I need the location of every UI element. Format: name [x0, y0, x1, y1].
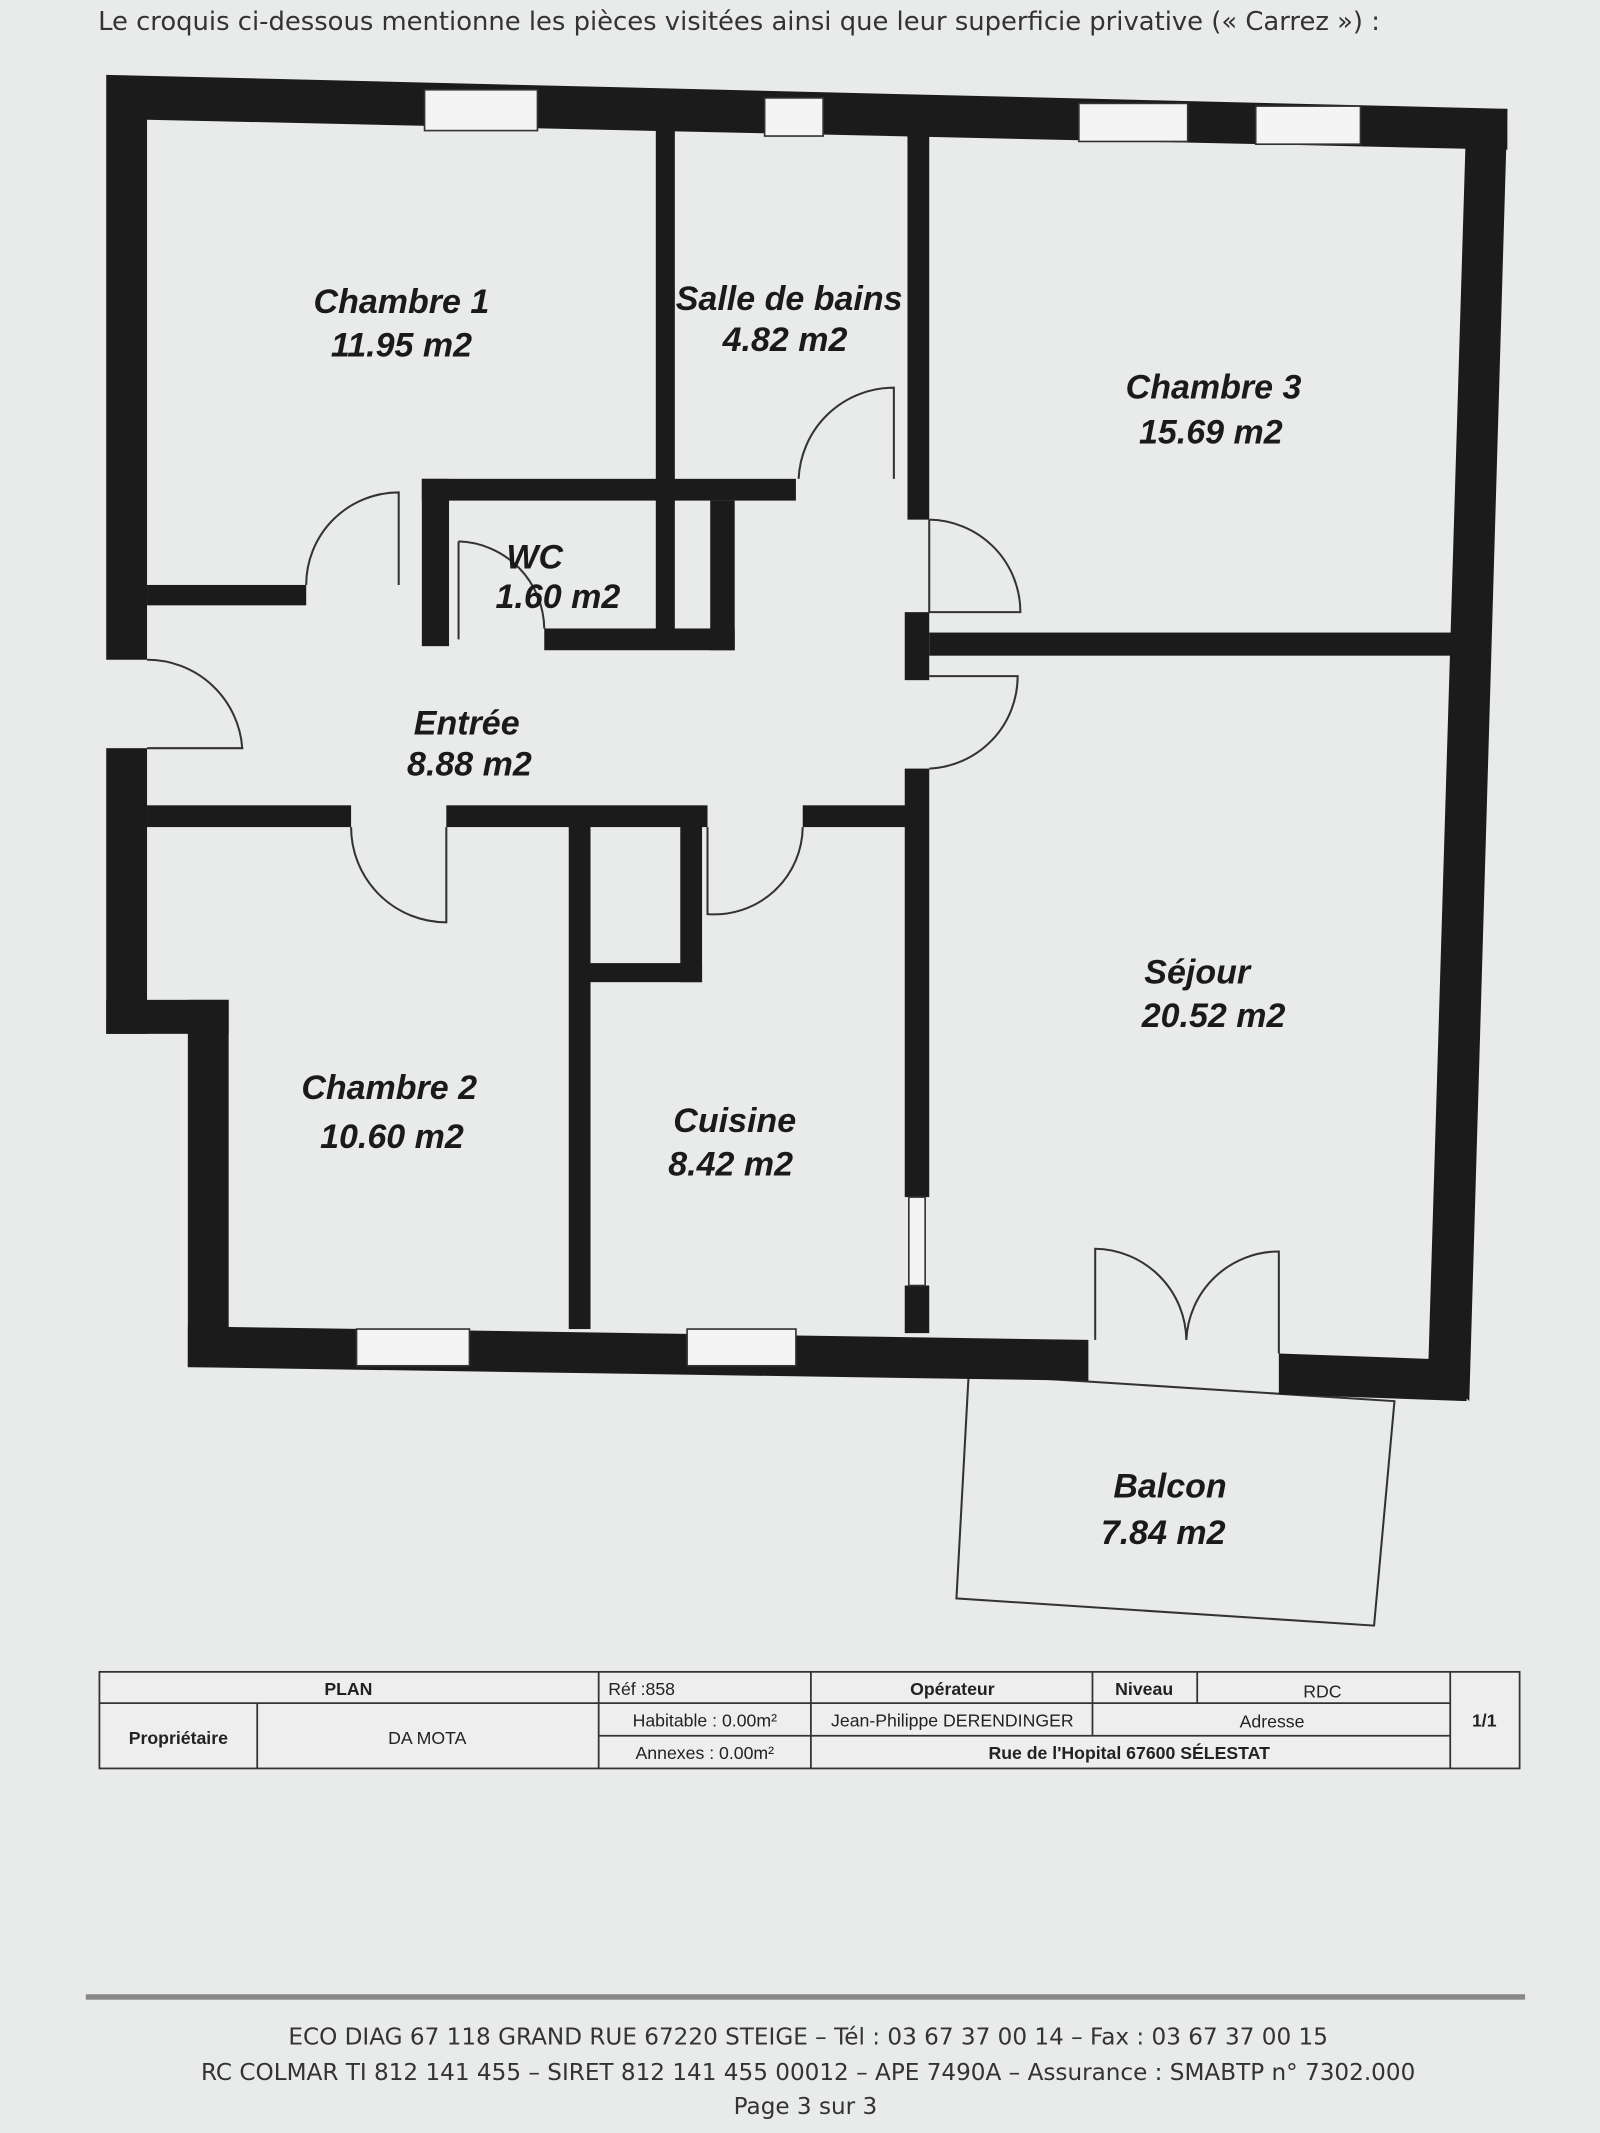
room-area: 10.60 m2 [320, 1118, 464, 1156]
page-number: Page 3 sur 3 [734, 2094, 878, 2120]
habitable-area: Habitable : 0.00m² [633, 1710, 778, 1730]
room-name: Balcon [1113, 1468, 1226, 1506]
window [1254, 105, 1362, 146]
wall-segment [655, 129, 675, 633]
level-label: Niveau [1115, 1679, 1173, 1699]
reference: Réf :858 [608, 1679, 675, 1699]
address-value: Rue de l'Hopital 67600 SÉLESTAT [988, 1742, 1270, 1763]
window [423, 88, 539, 132]
wall-segment [421, 478, 796, 501]
wall-segment [1278, 1353, 1470, 1402]
level-value: RDC [1303, 1682, 1342, 1702]
door[interactable] [706, 827, 804, 916]
door[interactable] [350, 827, 448, 924]
footer-company: ECO DIAG 67 118 GRAND RUE 67220 STEIGE –… [288, 2025, 1328, 2051]
plan-label: PLAN [324, 1679, 372, 1699]
operator-label: Opérateur [910, 1679, 995, 1699]
room-name: Séjour [1144, 954, 1252, 992]
cartouche-text: PLAN Réf :858 Opérateur Niveau RDC Propr… [129, 1679, 1497, 1763]
room-labels: Chambre 1 11.95 m2 Salle de bains 4.82 m… [301, 280, 1301, 1552]
room-name: Chambre 1 [314, 283, 490, 321]
outer-wall-top [106, 74, 1508, 660]
footer-registration: RC COLMAR TI 812 141 455 – SIRET 812 141… [201, 2060, 1415, 2086]
room-area: 4.82 m2 [722, 321, 848, 359]
wall-segment [568, 823, 591, 1330]
window [908, 1196, 926, 1287]
window [763, 97, 824, 137]
annex-area: Annexes : 0.00m² [636, 1743, 775, 1763]
owner-value: DA MOTA [388, 1728, 466, 1748]
entrance-door[interactable] [147, 658, 244, 750]
wall-segment [904, 1285, 930, 1334]
wall-segment [929, 632, 1474, 656]
wall-segment [907, 131, 930, 520]
room-area: 20.52 m2 [1141, 997, 1286, 1035]
wall-segment [590, 963, 703, 983]
room-name: Chambre 2 [301, 1069, 477, 1107]
address-label: Adresse [1240, 1712, 1305, 1732]
room-area: 11.95 m2 [331, 326, 472, 364]
wall-segment [680, 809, 703, 983]
floor-plan [106, 74, 1508, 1627]
wall-segment [802, 805, 908, 828]
room-area: 7.84 m2 [1101, 1514, 1226, 1552]
room-name: Cuisine [673, 1102, 796, 1140]
room-area: 15.69 m2 [1139, 413, 1283, 451]
room-name: Salle de bains [676, 280, 903, 318]
room-name: Chambre 3 [1126, 369, 1302, 407]
room-area: 8.88 m2 [407, 745, 532, 783]
intro-text: Le croquis ci-dessous mentionne les pièc… [98, 7, 1380, 37]
cartouche-table [98, 1670, 1521, 1770]
window [686, 1328, 797, 1367]
balcony-door[interactable] [1094, 1247, 1280, 1354]
wc-door[interactable] [457, 540, 546, 640]
room-area: 1.60 m2 [495, 578, 620, 616]
room-name: WC [506, 539, 563, 577]
wall-segment [904, 768, 930, 1198]
operator-name: Jean-Philippe DERENDINGER [831, 1710, 1074, 1730]
room-name: Entrée [414, 705, 520, 743]
wall-segment [544, 628, 735, 651]
window [355, 1328, 471, 1367]
footer-divider [85, 1994, 1526, 2000]
window [1078, 102, 1189, 143]
wall-segment [147, 805, 352, 828]
wall-segment [187, 999, 229, 1368]
door[interactable] [928, 518, 1022, 614]
door[interactable] [929, 675, 1019, 770]
outer-wall-right [1428, 108, 1508, 1402]
outer-wall-left [106, 748, 148, 1034]
wall-segment [710, 500, 735, 651]
door[interactable] [797, 386, 895, 479]
sheet-number: 1/1 [1472, 1710, 1497, 1730]
wall-segment [446, 805, 708, 828]
wall-segment [904, 612, 930, 681]
wall-segment [421, 478, 450, 647]
room-area: 8.42 m2 [668, 1145, 793, 1183]
wall-segment [147, 584, 307, 606]
balcony-outline [955, 1372, 1396, 1627]
owner-label: Propriétaire [129, 1728, 228, 1748]
door[interactable] [305, 491, 400, 585]
